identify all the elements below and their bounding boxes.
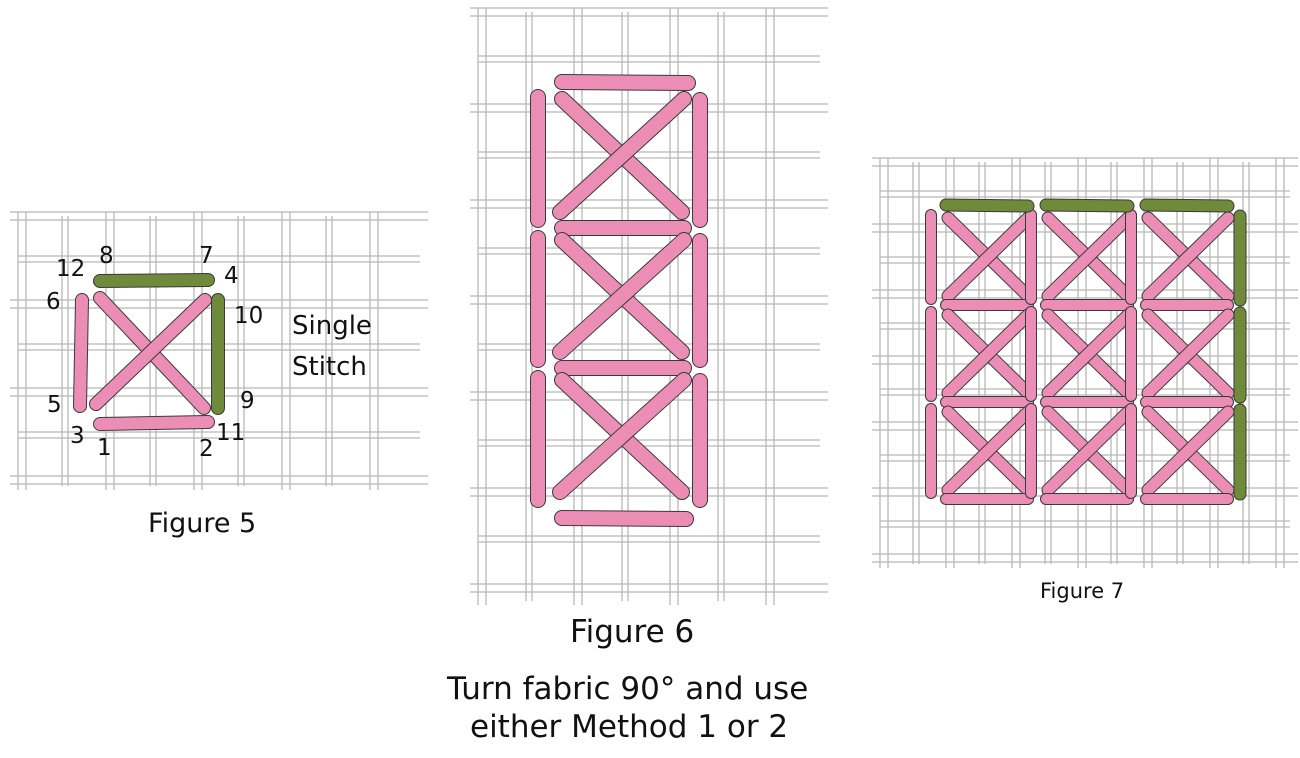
stitch-number-7: 7 [199, 243, 214, 269]
figure-7-canvas-mesh [872, 157, 1298, 568]
stitch-number-6: 6 [46, 289, 61, 315]
single-stitch-label-line2: Stitch [292, 352, 367, 382]
stitch-number-1: 1 [97, 435, 112, 461]
figure-6-caption: Figure 6 [570, 614, 695, 650]
figure-7-caption: Figure 7 [1040, 579, 1125, 603]
stitch-number-8: 8 [99, 243, 114, 269]
stitch-number-12: 12 [56, 256, 86, 282]
figure-5: 12 8 7 4 6 10 5 9 3 1 11 2 Single Stitch… [0, 0, 440, 560]
stitch-number-5: 5 [47, 392, 62, 418]
stitch-number-11: 11 [216, 420, 246, 446]
figure-6-note-line2: either Method 1 or 2 [470, 709, 789, 745]
stitch-number-3: 3 [70, 423, 85, 449]
single-stitch-label-line1: Single [292, 311, 372, 341]
stitch-number-9: 9 [240, 388, 255, 414]
figure-5-canvas-mesh [10, 211, 428, 490]
figure-5-caption: Figure 5 [148, 508, 257, 539]
stitch-number-4: 4 [224, 263, 239, 289]
figure-6-note-line1: Turn fabric 90° and use [447, 671, 809, 707]
figure-6-canvas-mesh [470, 7, 828, 605]
stitch-number-10: 10 [234, 303, 264, 329]
figure-7: Figure 7 [872, 157, 1298, 603]
stitch-number-2: 2 [199, 436, 214, 462]
